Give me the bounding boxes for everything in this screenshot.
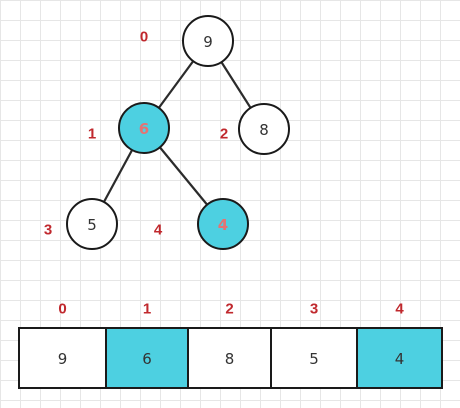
array-indices: 0 1 2 3 4 [58, 301, 404, 318]
array-cell-3: 5 [270, 327, 358, 389]
array-cell-0: 9 [18, 327, 107, 389]
array-cell-value: 8 [225, 350, 235, 368]
tree-node-value: 9 [203, 33, 213, 51]
array-cell-value: 5 [309, 350, 319, 368]
tree-node-circle [182, 15, 234, 67]
tree-edges [91, 40, 265, 225]
array-cell-box [105, 327, 189, 389]
array-cell-2: 8 [187, 327, 272, 389]
array-cell-box [187, 327, 272, 389]
array-index-label: 3 [310, 301, 318, 318]
tree-node-4: 4 [197, 198, 249, 250]
tree-node-value: 4 [218, 216, 228, 234]
array-index-label: 0 [58, 301, 66, 318]
array-index-label: 2 [225, 301, 233, 318]
array-cell-value: 6 [142, 350, 152, 368]
array-cell-box [270, 327, 358, 389]
tree-node-0: 9 [182, 15, 234, 67]
array-cell-box [356, 327, 443, 389]
array-index-label: 1 [143, 301, 151, 318]
tree-node-index-label: 0 [140, 29, 148, 46]
tree-node-3: 5 [66, 198, 118, 250]
tree-node-index-label: 2 [220, 126, 228, 143]
tree-node-circle [66, 198, 118, 250]
tree-node-index-label: 3 [44, 222, 52, 239]
tree-node-2: 8 [238, 103, 290, 155]
tree-nodes: 9 6 8 5 4 [66, 15, 290, 250]
tree-node-1: 6 [118, 102, 170, 154]
tree-node-circle [118, 102, 170, 154]
array-index-label: 4 [395, 301, 404, 318]
array-cell-1: 6 [105, 327, 189, 389]
array-cell-box [18, 327, 107, 389]
heap-array: 9 6 8 5 4 [18, 327, 443, 389]
array-cell-4: 4 [356, 327, 443, 389]
tree-node-indices: 0 1 2 3 4 [44, 29, 228, 239]
tree-node-value: 5 [87, 216, 97, 234]
tree-node-index-label: 1 [88, 126, 96, 143]
tree-node-index-label: 4 [154, 222, 163, 239]
tree-node-circle [238, 103, 290, 155]
tree-node-value: 8 [259, 121, 269, 139]
array-cell-value: 9 [58, 350, 68, 368]
tree-node-value: 6 [139, 120, 149, 138]
array-cell-value: 4 [395, 350, 405, 368]
tree-node-circle [197, 198, 249, 250]
